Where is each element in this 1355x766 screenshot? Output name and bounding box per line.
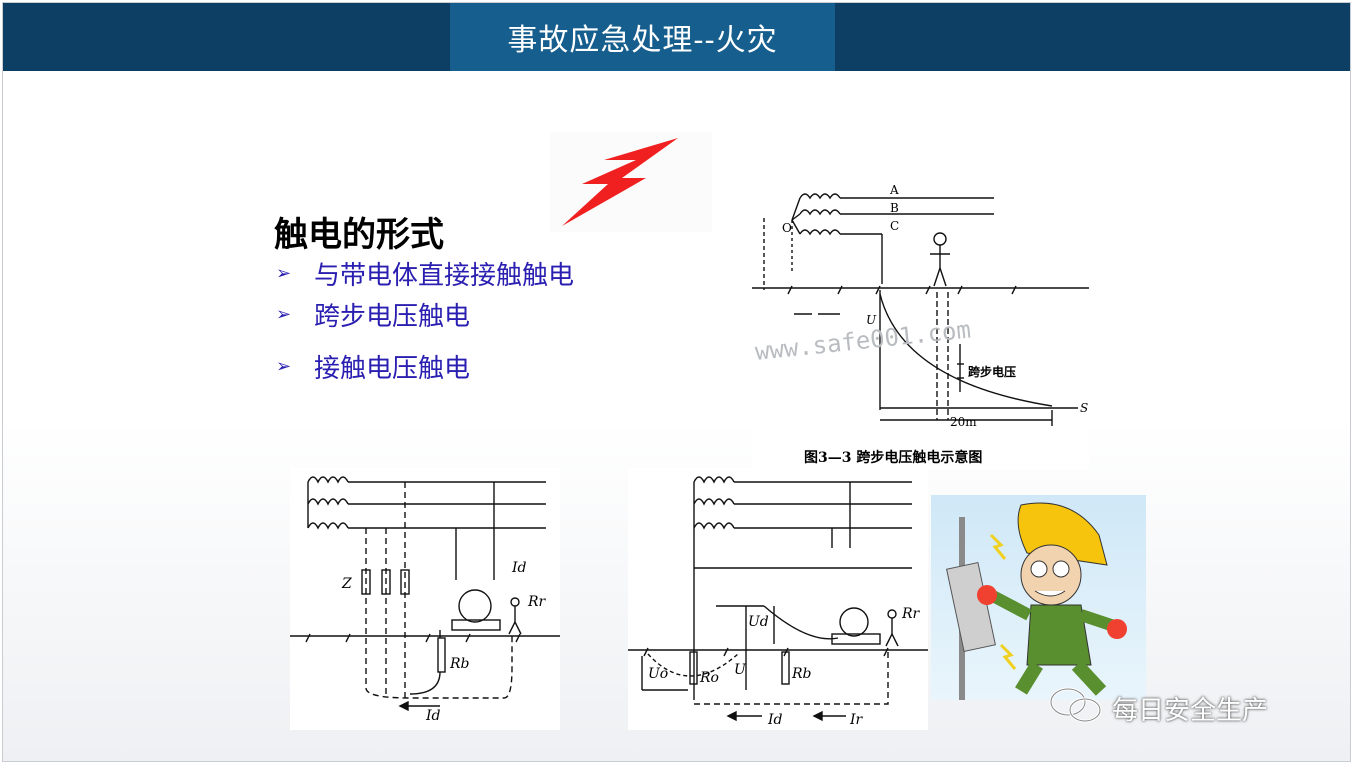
s-axis-label: S — [1080, 401, 1088, 415]
z-label: Z — [341, 576, 352, 592]
figure-caption: 图3—3 跨步电压触电示意图 — [804, 449, 982, 466]
contact-voltage-figure: Ud Rr Uo Ro U Rb Id Ir — [628, 468, 928, 730]
step-voltage-label: 跨步电压 — [968, 364, 1016, 379]
ir-label: Ir — [849, 712, 864, 728]
slide-title: 事故应急处理--火灾 — [450, 3, 835, 71]
rb-label: Rb — [449, 656, 470, 672]
bullet-item: ➢ 接触电压触电 — [276, 348, 470, 385]
arrow-bullet-icon: ➢ — [276, 356, 292, 377]
bullet-text: 跨步电压触电 — [314, 302, 471, 332]
source-watermark: 每日安全生产 — [1048, 687, 1268, 730]
ud-label: Ud — [748, 614, 769, 630]
step-voltage-figure: A B C O U S 跨步电压 20m www.safe001.com 图3—… — [752, 182, 1089, 469]
watermark-text: 每日安全生产 — [1112, 696, 1269, 726]
bullet-text: 与带电体直接接触触电 — [314, 261, 575, 291]
rb-label: Rb — [791, 666, 812, 682]
section-heading: 触电的形式 — [274, 215, 444, 255]
neutral-label: O — [782, 221, 792, 235]
id-label: Id — [767, 712, 783, 728]
uo-label: Uo — [648, 666, 668, 682]
arrow-bullet-icon: ➢ — [276, 263, 292, 284]
figure-watermark: www.safe001.com — [754, 315, 972, 366]
bullet-item: ➢ 与带电体直接接触触电 — [276, 255, 574, 292]
arrow-bullet-icon: ➢ — [276, 304, 292, 325]
rr-label: Rr — [527, 594, 547, 610]
phase-b-label: B — [890, 201, 899, 215]
direct-contact-figure: Z Id Rr Rb Id — [290, 468, 560, 730]
electrocution-cartoon-image — [931, 495, 1146, 700]
id-bottom-label: Id — [425, 708, 441, 724]
bullet-text: 接触电压触电 — [314, 354, 471, 384]
u-label: U — [734, 662, 747, 678]
wechat-icon — [1048, 687, 1104, 730]
rr-label: Rr — [901, 606, 921, 622]
u-axis-label: U — [866, 313, 877, 327]
bullet-item: ➢ 跨步电压触电 — [276, 296, 470, 333]
distance-label: 20m — [950, 415, 977, 429]
phase-a-label: A — [889, 183, 899, 197]
id-label: Id — [511, 560, 527, 576]
ro-label: Ro — [699, 670, 719, 686]
lightning-bolt-icon — [550, 132, 712, 232]
phase-c-label: C — [890, 219, 899, 233]
